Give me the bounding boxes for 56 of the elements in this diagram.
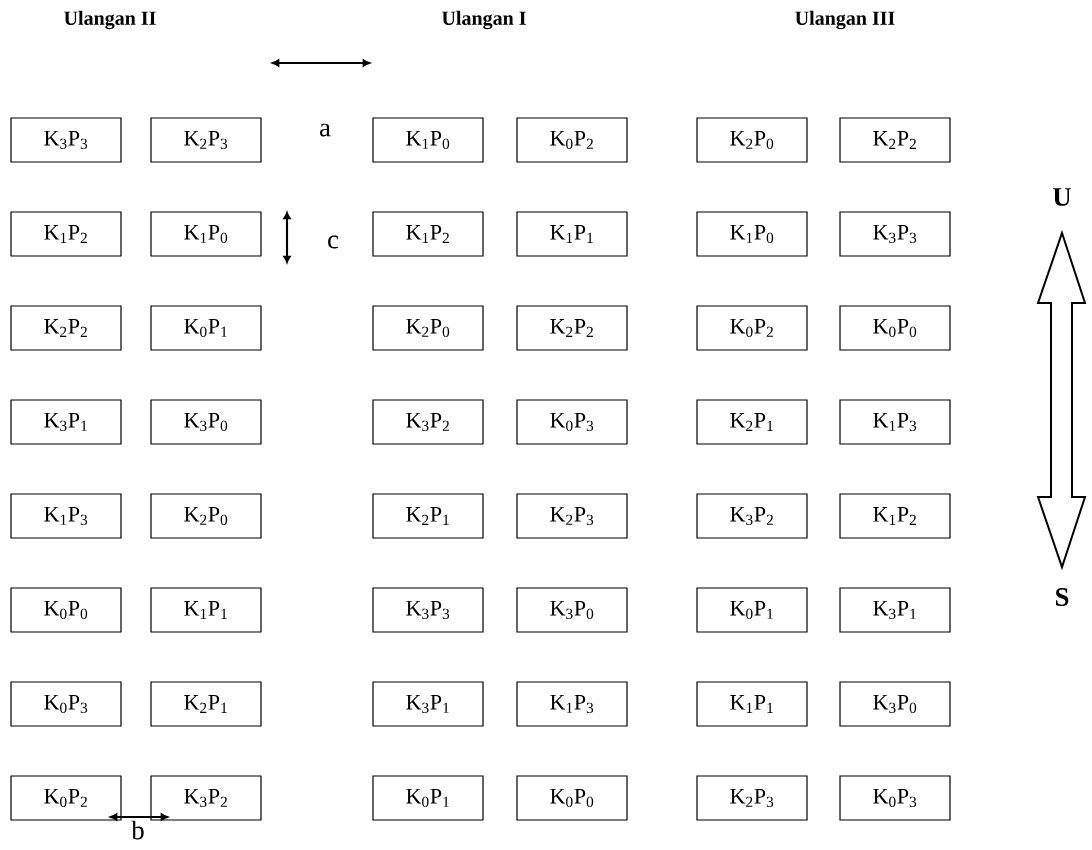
column-heading: Ulangan III [795, 10, 895, 30]
plot-box: K$_{1}$P$_{0}$ [150, 211, 262, 257]
plot-box: K$_{2}$P$_{1}$ [696, 399, 808, 445]
plot-box: K$_{1}$P$_{3}$ [10, 493, 122, 539]
plot-box: K$_{0}$P$_{1}$ [372, 775, 484, 821]
plot-box: K$_{1}$P$_{1}$ [516, 211, 628, 257]
plot-box: K$_{0}$P$_{3}$ [839, 775, 951, 821]
plot-box: K$_{0}$P$_{0}$ [839, 305, 951, 351]
plot-box: K$_{2}$P$_{0}$ [372, 305, 484, 351]
plot-box: K$_{1}$P$_{1}$ [150, 587, 262, 633]
plot-box: K$_{3}$P$_{2}$ [696, 493, 808, 539]
plot-box: K$_{0}$P$_{0}$ [516, 775, 628, 821]
plot-box: K$_{2}$P$_{0}$ [150, 493, 262, 539]
column-heading: Ulangan I [442, 10, 526, 30]
plot-box: K$_{3}$P$_{0}$ [516, 587, 628, 633]
dimension-label: c [328, 235, 339, 249]
plot-box: K$_{3}$P$_{3}$ [10, 117, 122, 163]
plot-box: K$_{0}$P$_{3}$ [516, 399, 628, 445]
plot-box: K$_{0}$P$_{2}$ [696, 305, 808, 351]
plot-box: K$_{3}$P$_{2}$ [150, 775, 262, 821]
plot-box: K$_{3}$P$_{2}$ [372, 399, 484, 445]
plot-box: K$_{2}$P$_{2}$ [10, 305, 122, 351]
plot-box: K$_{2}$P$_{3}$ [150, 117, 262, 163]
plot-box: K$_{0}$P$_{2}$ [516, 117, 628, 163]
plot-box: K$_{0}$P$_{0}$ [10, 587, 122, 633]
plot-box: K$_{3}$P$_{3}$ [839, 211, 951, 257]
plot-box: K$_{2}$P$_{2}$ [839, 117, 951, 163]
dimension-label: b [131, 820, 144, 840]
plot-box: K$_{0}$P$_{1}$ [150, 305, 262, 351]
plot-box: K$_{1}$P$_{0}$ [372, 117, 484, 163]
plot-box: K$_{1}$P$_{3}$ [839, 399, 951, 445]
plot-box: K$_{1}$P$_{1}$ [696, 681, 808, 727]
plot-box: K$_{2}$P$_{3}$ [516, 493, 628, 539]
plot-box: K$_{3}$P$_{3}$ [372, 587, 484, 633]
direction-label: S [1056, 588, 1069, 606]
plot-box: K$_{2}$P$_{3}$ [696, 775, 808, 821]
plot-box: K$_{1}$P$_{2}$ [10, 211, 122, 257]
plot-box: K$_{1}$P$_{0}$ [696, 211, 808, 257]
plot-box: K$_{2}$P$_{2}$ [516, 305, 628, 351]
plot-box: K$_{0}$P$_{3}$ [10, 681, 122, 727]
dimension-label: a [320, 123, 331, 137]
plot-box: K$_{1}$P$_{3}$ [516, 681, 628, 727]
plot-box: K$_{2}$P$_{1}$ [150, 681, 262, 727]
direction-label: U [1053, 188, 1071, 206]
column-heading: Ulangan II [64, 10, 156, 30]
plot-box: K$_{0}$P$_{2}$ [10, 775, 122, 821]
plot-box: K$_{1}$P$_{2}$ [839, 493, 951, 539]
plot-box: K$_{3}$P$_{0}$ [839, 681, 951, 727]
plot-box: K$_{0}$P$_{1}$ [696, 587, 808, 633]
plot-box: K$_{3}$P$_{1}$ [372, 681, 484, 727]
plot-box: K$_{3}$P$_{1}$ [10, 399, 122, 445]
plot-box: K$_{1}$P$_{2}$ [372, 211, 484, 257]
plot-box: K$_{3}$P$_{0}$ [150, 399, 262, 445]
plot-box: K$_{2}$P$_{0}$ [696, 117, 808, 163]
plot-box: K$_{3}$P$_{1}$ [839, 587, 951, 633]
plot-box: K$_{2}$P$_{1}$ [372, 493, 484, 539]
